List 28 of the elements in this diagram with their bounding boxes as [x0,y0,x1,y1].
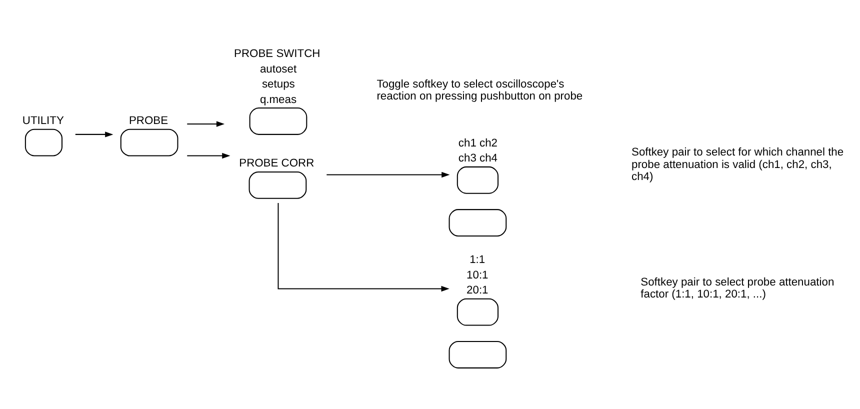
node-label: PROBE CORR [239,157,314,170]
node-label: ch3 ch4 [458,152,498,164]
node-box [249,107,308,134]
node-label: PROBE SWITCH [234,48,320,60]
arrow [278,202,450,292]
node-label: 20:1 [466,284,488,296]
arrow [326,171,450,178]
label: Softkey pair to select for which channel the probe attenuation is valid (ch1, ch2, ch3, ch4) [632,146,844,182]
node-box [448,208,507,236]
node-label: q.meas [260,93,297,106]
node-box [456,298,499,326]
node-box [456,166,499,194]
node-label: UTILITY [22,114,64,127]
node-label: 1:1 [470,254,486,266]
node-box [24,128,62,156]
label: Softkey pair to select probe attenuation factor (1:1, 10:1, 20:1, ...) [640,276,834,300]
node-label: ch1 ch2 [458,136,498,149]
label: Toggle softkey to select oscilloscope's reaction on pressing pushbutton on probe [376,78,583,102]
node-box [120,128,178,156]
node-label: PROBE [128,114,168,127]
node-box [448,340,507,368]
node-label: setups [262,78,295,90]
arrow [187,120,225,126]
arrow [75,131,114,137]
node-label: 10:1 [466,268,488,281]
node-box [248,171,307,198]
node-label: autoset [260,62,297,75]
arrow [187,152,230,158]
